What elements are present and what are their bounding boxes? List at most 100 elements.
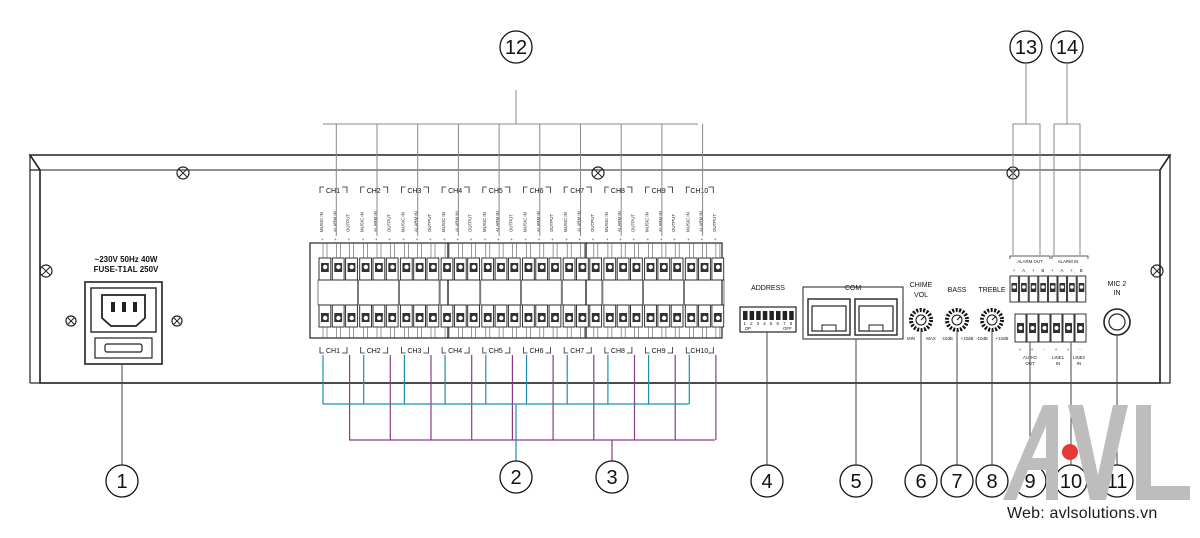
terminal-alarm-in[interactable]: ALARM IN+: [413, 211, 426, 338]
pin-mark: +: [388, 237, 391, 242]
dip-number: 5: [770, 321, 773, 326]
dip-toggle[interactable]: [776, 311, 781, 320]
terminal-alarm-in[interactable]: ALARM IN+: [576, 211, 589, 338]
terminal-output[interactable]: OUTPUT+: [630, 214, 643, 338]
pin-mark: +: [525, 237, 528, 242]
audio-line-terminal[interactable]: [1038, 313, 1051, 343]
terminal-music-in[interactable]: MUSIC IN+: [440, 212, 454, 338]
terminal-output[interactable]: OUTPUT+: [426, 214, 440, 338]
pin-mark: +: [334, 237, 337, 242]
terminal-label: ALARM IN: [577, 211, 582, 232]
terminal-label: MUSIC IN: [400, 212, 405, 232]
terminal-output[interactable]: OUTPUT+: [548, 214, 562, 338]
screw-icon: [65, 315, 77, 327]
channel-label: CH4: [448, 348, 462, 355]
dip-toggle[interactable]: [762, 311, 768, 320]
terminal-music-in[interactable]: MUSIC IN+: [399, 212, 413, 338]
terminal-label: OUTPUT: [468, 214, 473, 232]
knob-label: CHIME: [910, 282, 933, 289]
terminal-output[interactable]: OUTPUT+: [467, 214, 480, 338]
dip-toggle[interactable]: [769, 311, 774, 320]
terminal-music-in[interactable]: MUSIC IN+: [481, 212, 495, 338]
dip-toggle[interactable]: [749, 311, 755, 320]
callout-13-14-leaders: [1012, 63, 1081, 255]
channel-label: CH3: [407, 188, 421, 195]
terminal-music-in[interactable]: MUSIC IN+: [318, 212, 332, 338]
knob-label: VOL: [914, 292, 928, 299]
terminal-alarm-in[interactable]: ALARM IN+: [535, 211, 549, 338]
terminal-output[interactable]: OUTPUT+: [589, 214, 603, 338]
iec-power-inlet[interactable]: [84, 281, 163, 365]
dip-toggle[interactable]: [789, 311, 794, 320]
terminal-music-in[interactable]: MUSIC IN+: [684, 212, 698, 338]
alarm-terminal[interactable]: [1019, 275, 1029, 303]
terminal-music-in[interactable]: MUSIC IN+: [359, 212, 372, 338]
callout-number: 7: [951, 471, 962, 493]
pin-mark: +: [456, 237, 459, 242]
terminal-output[interactable]: OUTPUT+: [507, 214, 521, 338]
callout-7: 7: [940, 330, 974, 498]
terminal-alarm-in[interactable]: ALARM IN+: [494, 211, 508, 338]
channel-label: CH2: [367, 348, 381, 355]
line1-label: LINE1: [1052, 355, 1065, 360]
terminal-music-in[interactable]: MUSIC IN+: [522, 212, 535, 338]
pin-mark: +: [647, 237, 650, 242]
rj45-port-1[interactable]: [807, 298, 851, 336]
audio-line-terminal[interactable]: [1062, 313, 1075, 343]
callout-number: 10: [1060, 471, 1082, 493]
knob-min: -10dB: [976, 336, 988, 341]
mic2-jack[interactable]: [1103, 308, 1131, 336]
terminal-alarm-in[interactable]: ALARM IN +: [331, 211, 345, 338]
pin-mark: +: [1051, 268, 1054, 273]
alarm-terminal[interactable]: [1076, 275, 1087, 303]
line2-label: IN: [1077, 361, 1081, 366]
terminal-output[interactable]: OUTPUT+: [670, 214, 684, 338]
terminal-music-in[interactable]: MUSIC IN+: [644, 212, 657, 338]
audio-line-terminal[interactable]: [1050, 313, 1063, 343]
pin-mark: +: [375, 237, 378, 242]
alarm-terminal[interactable]: [1009, 275, 1020, 303]
terminal-alarm-in[interactable]: ALARM IN +: [453, 211, 467, 338]
terminal-alarm-in[interactable]: ALARM IN+: [616, 211, 630, 338]
pin-mark: A: [1022, 268, 1025, 273]
terminal-alarm-in[interactable]: ALARM IN+: [657, 211, 671, 338]
terminal-output[interactable]: OUTPUT+: [345, 214, 358, 338]
pin-mark: +: [321, 237, 324, 242]
dip-toggle[interactable]: [743, 311, 748, 320]
terminal-music-in[interactable]: MUSIC IN+: [603, 212, 617, 338]
channel-label: CH6: [529, 188, 543, 195]
dip-toggle[interactable]: [756, 311, 761, 320]
terminal-label: OUTPUT: [427, 214, 432, 232]
terminal-output[interactable]: OUTPUT +: [385, 214, 399, 338]
pin-mark: +: [1013, 268, 1016, 273]
pin-mark: B: [1041, 268, 1044, 273]
terminal-label: ALARM IN: [454, 211, 459, 232]
rj45-port-2[interactable]: [854, 298, 898, 336]
terminal-alarm-in[interactable]: ALARM IN+: [698, 211, 711, 338]
callout-number: 11: [1107, 471, 1128, 493]
screw-icon: [176, 166, 190, 180]
audio-line-terminal[interactable]: [1074, 313, 1087, 343]
dip-number: 2: [750, 321, 753, 326]
audio-line-terminal[interactable]: [1014, 313, 1027, 343]
channel-label: CH1: [326, 188, 340, 195]
pin-mark: +: [1055, 347, 1058, 352]
alarm-terminal[interactable]: [1067, 275, 1077, 303]
terminal-alarm-in[interactable]: ALARM IN+: [372, 211, 386, 338]
audio-line-terminal[interactable]: [1026, 313, 1039, 343]
alarm-terminal[interactable]: [1047, 275, 1058, 303]
terminal-label: ALARM IN: [332, 211, 337, 232]
screw-icon: [171, 315, 183, 327]
line2-label: LINE2: [1073, 355, 1086, 360]
alarm-terminal[interactable]: [1057, 275, 1068, 303]
terminal-label: OUTPUT: [386, 214, 391, 232]
alarm-terminal[interactable]: [1038, 275, 1048, 303]
terminal-output[interactable]: OUTPUT+: [711, 214, 725, 338]
pin-mark: +: [362, 237, 365, 242]
dip-toggle[interactable]: [782, 311, 788, 320]
terminal-music-in[interactable]: MUSIC IN+: [562, 212, 576, 338]
alarm-terminal[interactable]: [1028, 275, 1039, 303]
